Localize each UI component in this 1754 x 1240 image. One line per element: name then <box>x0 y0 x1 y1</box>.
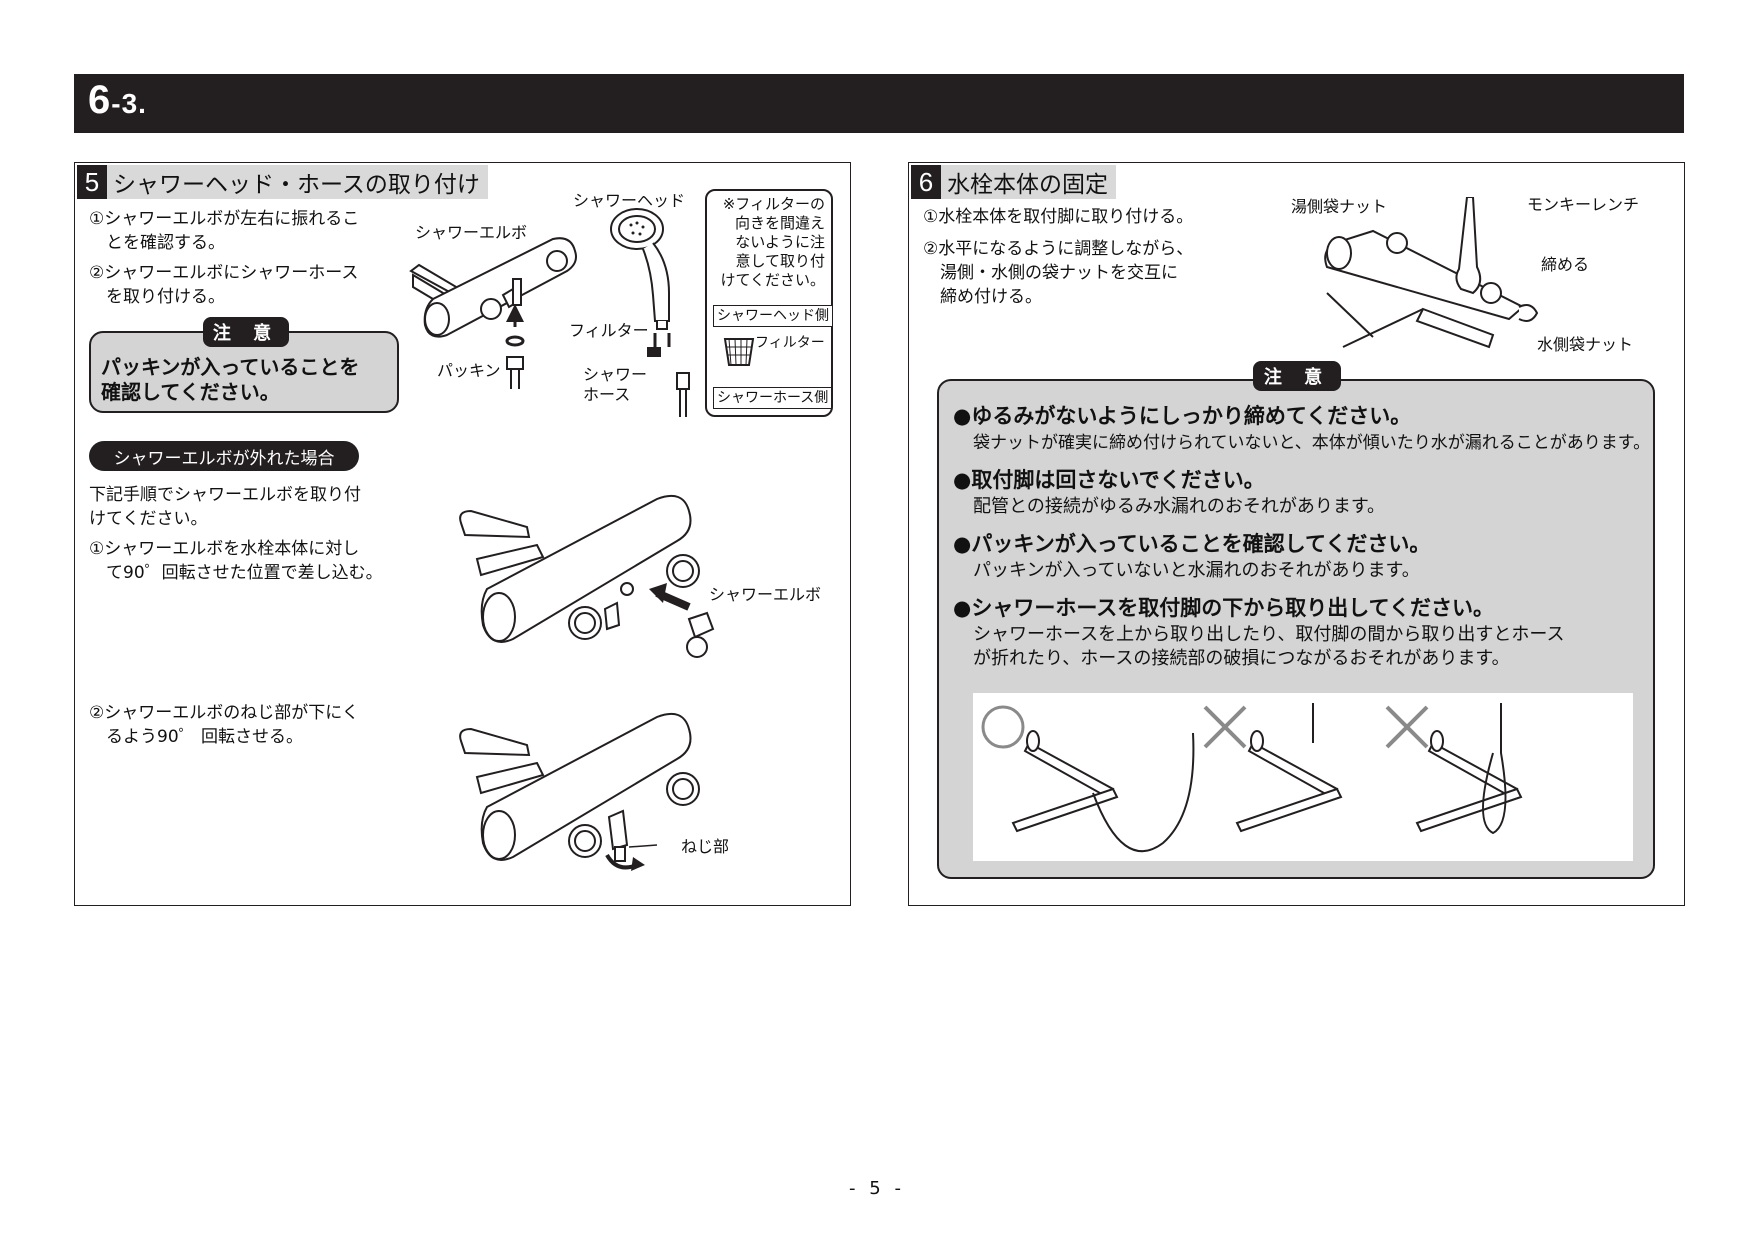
section-header-bar: 6-3. <box>74 74 1684 133</box>
step-title: 水栓本体の固定 <box>947 172 1108 198</box>
tag-filter: フィルター <box>755 335 825 351</box>
tag-hose-side: シャワーホース側 <box>713 387 833 409</box>
hot-nut-label: 湯側袋ナット <box>1291 197 1388 216</box>
caution-bullet-1-head: ●ゆるみがないようにしっかり締めてください。 <box>953 404 1412 428</box>
detached-step-2: ②シャワーエルボのねじ部が下にく るよう90゜ 回転させる。 <box>89 703 359 747</box>
tag-head-side: シャワーヘッド側 <box>713 305 833 327</box>
caution-tag: 注 意 <box>1253 361 1341 391</box>
detached-step-1: ①シャワーエルボを水栓本体に対し て90゜回転させた位置で差し込む。 <box>89 539 383 583</box>
step-5-title-bar: 5 シャワーヘッド・ホースの取り付け <box>77 165 488 199</box>
filter-note-text: ※フィルターの 向きを間違え ないように注 意して取り付 けてください。 <box>720 195 825 289</box>
step-number: 5 <box>77 165 107 199</box>
faucet-elbow-figure <box>409 237 577 389</box>
step-6-instructions: ①水栓本体を取付脚に取り付ける。 ②水平になるように調整しながら、 湯側・水側の… <box>923 207 1194 307</box>
hose-label-1: シャワー <box>583 365 648 384</box>
wrench-label: モンキーレンチ <box>1527 195 1640 214</box>
caution-bullet-4-head: ●シャワーホースを取付脚の下から取り出してください。 <box>953 596 1495 620</box>
thread-label: ねじ部 <box>681 837 730 856</box>
caution-bullet-4-body-1: シャワーホースを上から取り出したり、取付脚の間から取り出すとホース <box>973 624 1565 645</box>
step-title: シャワーヘッド・ホースの取り付け <box>113 172 480 198</box>
caution-bullet-4-body-2: が折れたり、ホースの接続部の破損につながるおそれがあります。 <box>973 648 1510 669</box>
hose-routing-svg <box>981 703 1523 853</box>
wrench-tightening-figure <box>1324 197 1539 349</box>
hose-label-2: ホース <box>583 385 631 404</box>
correct-mark-icon <box>981 705 1025 749</box>
caution-bullet-3-body: パッキンが入っていないと水漏れのおそれがあります。 <box>973 560 1420 581</box>
step-5-panel: 5 シャワーヘッド・ホースの取り付け ①シャワーエルボが左右に振れるこ とを確認… <box>74 162 851 906</box>
caution-bullet-2-body: 配管との接続がゆるみ水漏れのおそれがあります。 <box>973 496 1386 517</box>
section-number: 6-3. <box>88 78 147 122</box>
step-6-title-bar: 6 水栓本体の固定 <box>911 165 1116 199</box>
caution-bullet-1-body: 袋ナットが確実に締め付けられていないと、本体が傾いたり水が漏れることがあります。 <box>973 433 1651 453</box>
caution-text: パッキンが入っていることを 確認してください。 <box>101 355 360 404</box>
shower-hose-end-figure <box>676 372 690 417</box>
step-number: 6 <box>911 165 941 199</box>
filter-icon <box>723 338 755 366</box>
fig2-elbow-label: シャワーエルボ <box>709 585 822 604</box>
caution-bullet-3-head: ●パッキンが入っていることを確認してください。 <box>953 532 1431 556</box>
page-number: - 5 - <box>849 1178 905 1199</box>
elbow-rotate-figure <box>459 713 700 871</box>
caution-tag: 注 意 <box>203 317 289 347</box>
cold-nut-label: 水側袋ナット <box>1537 335 1634 354</box>
step-5-instructions: ①シャワーエルボが左右に振れるこ とを確認する。 ②シャワーエルボにシャワーホー… <box>89 209 360 307</box>
filter-label: フィルター <box>569 321 649 340</box>
wrong-mark-icon-2 <box>1385 705 1429 749</box>
caution-bullet-2-head: ●取付脚は回さないでください。 <box>953 468 1265 492</box>
tighten-label: 締める <box>1541 255 1590 274</box>
wrong-mark-icon-1 <box>1203 705 1247 749</box>
packing-label: パッキン <box>437 361 501 380</box>
hose-routing-illustrations <box>973 693 1633 861</box>
elbow-label: シャワーエルボ <box>415 223 528 242</box>
step-6-panel: 6 水栓本体の固定 ①水栓本体を取付脚に取り付ける。 ②水平になるように調整しな… <box>908 162 1685 906</box>
filter-note-box: ※フィルターの 向きを間違え ないように注 意して取り付 けてください。 シャワ… <box>705 189 833 417</box>
shower-head-figure <box>610 208 671 357</box>
shower-head-label: シャワーヘッド <box>573 191 686 210</box>
detached-elbow-pill: シャワーエルボが外れた場合 <box>89 441 359 471</box>
elbow-insert-figure <box>459 495 715 658</box>
detached-intro: 下記手順でシャワーエルボを取り付 けてください。 <box>89 485 361 529</box>
